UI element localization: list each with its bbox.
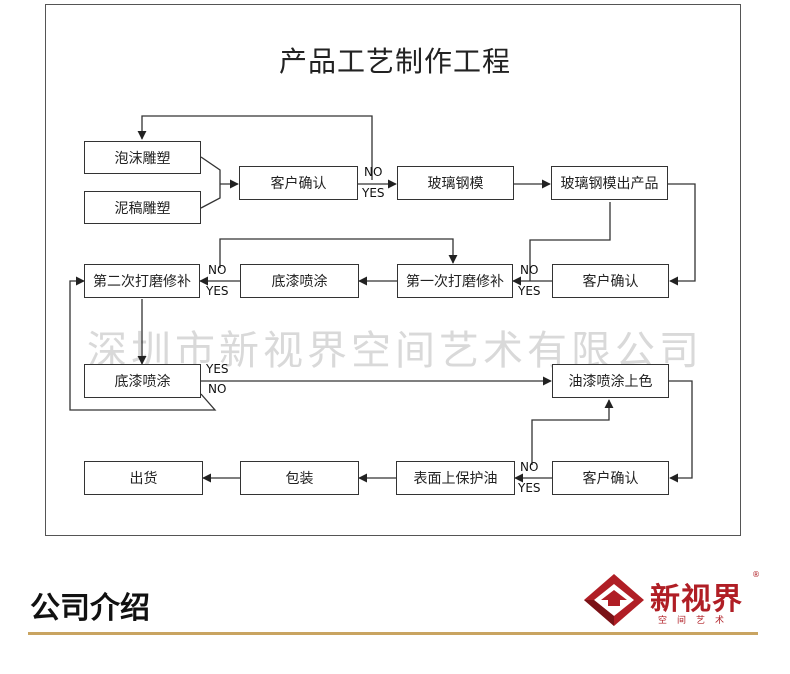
node-second-sanding: 第二次打磨修补	[84, 264, 200, 298]
label-no-confirm3: NO	[520, 460, 539, 474]
node-clay-sculpt: 泥稿雕塑	[84, 191, 201, 224]
label-no-confirm2: NO	[520, 263, 539, 277]
node-confirm-3: 客户确认	[552, 461, 669, 495]
label-no-sanding2: NO	[208, 263, 227, 277]
connector-oil-to-confirm3	[668, 380, 693, 483]
diagram-title: 产品工艺制作工程	[278, 45, 511, 78]
logo-name: 新视界	[650, 582, 743, 617]
label-yes-confirm1: YES	[362, 186, 385, 200]
node-confirm-1: 客户确认	[239, 166, 358, 200]
node-confirm-2: 客户确认	[552, 264, 669, 298]
node-fiberglass-product: 玻璃钢模出产品	[551, 166, 668, 200]
node-first-sanding: 第一次打磨修补	[397, 264, 513, 298]
label-yes-confirm2: YES	[518, 284, 541, 298]
label-no-confirm1: NO	[364, 165, 383, 179]
section-divider	[28, 632, 758, 635]
connector-product-to-confirm2	[668, 183, 696, 286]
section-heading: 公司介绍	[30, 591, 150, 626]
node-oil-paint: 油漆喷涂上色	[552, 364, 669, 398]
connector-sanding2-to-sanding1-loop	[219, 238, 458, 268]
label-yes-confirm3: YES	[518, 481, 541, 495]
node-surface-oil: 表面上保护油	[396, 461, 515, 495]
node-primer-2: 底漆喷涂	[84, 364, 201, 398]
node-fiberglass-mold: 玻璃钢模	[397, 166, 514, 200]
connector-confirm1-no-loop	[137, 115, 373, 180]
brand-logo[interactable]: 新视界 空间艺术 ®	[582, 570, 762, 630]
connector-clay-merge	[200, 184, 221, 209]
connector-foam-merge	[200, 156, 221, 184]
node-primer-1: 底漆喷涂	[240, 264, 359, 298]
label-yes-sanding2: YES	[206, 284, 229, 298]
label-yes-primer2: YES	[206, 362, 229, 376]
connector-product-to-sanding-loop	[529, 202, 611, 281]
flowchart-frame	[45, 4, 741, 536]
connector-primer2-no-loop	[69, 276, 217, 411]
registered-mark: ®	[752, 570, 760, 579]
label-no-primer2: NO	[208, 382, 227, 396]
node-packaging: 包装	[240, 461, 359, 495]
node-foam-sculpt: 泡沫雕塑	[84, 141, 201, 174]
connector-confirm3-no-loop	[531, 399, 614, 465]
logo-subtitle: 空间艺术	[658, 616, 735, 626]
logo-mark-icon	[584, 574, 644, 626]
node-shipping: 出货	[84, 461, 203, 495]
